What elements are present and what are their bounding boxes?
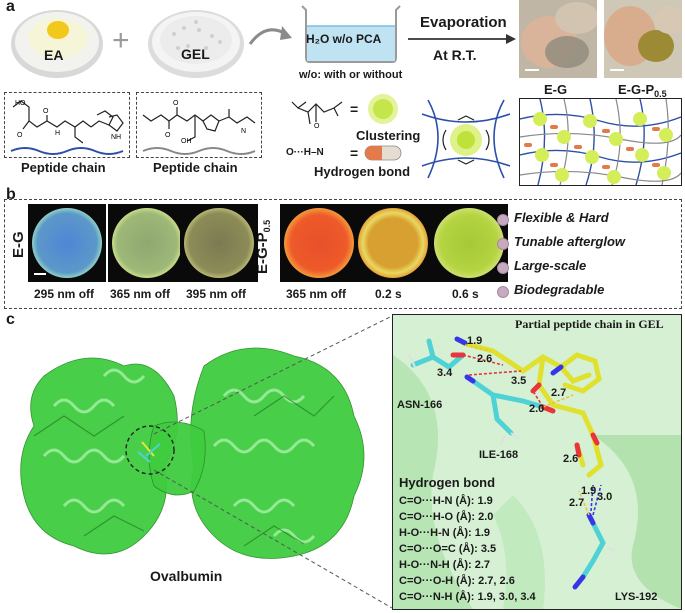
feature-bullet-icon — [497, 238, 509, 250]
feature-bullet-icon — [497, 286, 509, 298]
panel-b-frame — [4, 199, 682, 309]
svg-text:O: O — [314, 123, 320, 130]
distance-label: 1.9 — [581, 485, 597, 497]
pl-disc-egp-0-6s — [430, 204, 508, 282]
pl-disc-eg-295 — [28, 204, 106, 282]
hbond-list-item: C=O···N-H (Å): 1.9, 3.0, 3.4 — [399, 591, 536, 603]
distance-label: 2.0 — [529, 403, 545, 415]
distance-label: 1.9 — [467, 335, 483, 347]
wo-note: w/o: with or without — [299, 69, 403, 81]
distance-label: 2.6 — [477, 353, 493, 365]
panel-letter-c: c — [6, 311, 15, 328]
pl-disc-eg-395 — [180, 204, 258, 282]
hbond-capsule-icon — [364, 145, 402, 161]
svg-text:O: O — [43, 108, 49, 115]
hbond-list-item: C=O···H-O (Å): 2.0 — [399, 511, 494, 523]
feature-bullet-icon — [497, 262, 509, 274]
zoom-title: Partial peptide chain in GEL — [515, 317, 664, 331]
svg-text:N: N — [241, 128, 246, 135]
photo-eg-image — [519, 0, 597, 78]
photo-egp-image — [604, 0, 682, 78]
disc-caption-4: 365 nm off — [286, 287, 347, 301]
ea-dish-image — [11, 10, 103, 78]
disc-caption-3: 395 nm off — [186, 287, 247, 301]
feature-3: Large-scale — [514, 258, 587, 273]
evaporation-label: Evaporation — [420, 14, 507, 31]
row-label-eg: E-G — [10, 231, 27, 258]
pl-disc-egp-0-2s — [354, 204, 432, 282]
disc-caption-6: 0.6 s — [452, 287, 479, 301]
clustering-molecule-icon: O — [291, 101, 343, 130]
ovalbumin-label: Ovalbumin — [150, 568, 223, 584]
hbond-list-title: Hydrogen bond — [399, 475, 496, 490]
svg-text:O: O — [165, 132, 171, 139]
peptide-chain-label-2: Peptide chain — [153, 160, 238, 175]
gel-peptide-structure: OH O O N — [142, 100, 256, 155]
peptide-structure-box-2: OH O O N — [136, 92, 262, 158]
hbond-formula: O···H–N — [286, 147, 324, 158]
beaker-icon — [301, 5, 401, 63]
hbond-list-item: H-O···H-N (Å): 1.9 — [399, 527, 491, 539]
evaporation-arrow-icon — [408, 34, 516, 44]
photo-eg-label: E-G — [544, 82, 568, 97]
pl-disc-eg-365 — [108, 204, 186, 282]
hbond-list-item: C=O···O=C (Å): 3.5 — [399, 543, 497, 555]
hbond-label: Hydrogen bond — [314, 164, 411, 179]
clustering-sphere-icon — [368, 94, 398, 124]
disc-caption-1: 295 nm off — [34, 287, 95, 301]
crosslinked-network-diagram — [519, 98, 682, 186]
hbond-list-item: H-O···N-H (Å): 2.7 — [399, 559, 491, 571]
feature-4: Biodegradable — [514, 282, 605, 297]
peptide-chain-label-1: Peptide chain — [21, 160, 106, 175]
peptide-structure-box-1: HO O O H NH — [4, 92, 130, 158]
beaker-text: H₂O w/o PCA — [306, 32, 382, 46]
clustering-label: Clustering — [356, 128, 421, 143]
residue-label-ile168: ILE-168 — [479, 449, 519, 461]
plus-sign: + — [112, 24, 130, 57]
svg-text:NH: NH — [111, 134, 121, 141]
feature-bullet-icon — [497, 214, 509, 226]
svg-text:O: O — [17, 132, 23, 139]
panel-letter-a: a — [6, 0, 15, 15]
svg-text:HO: HO — [15, 100, 26, 107]
curved-arrow-icon — [248, 26, 292, 45]
panel-letter-b: b — [6, 186, 16, 203]
hbond-equals: = — [350, 145, 359, 161]
ea-peptide-structure: HO O O H NH — [10, 100, 124, 155]
ea-label: EA — [44, 47, 64, 63]
clustering-mechanism-diagram — [421, 99, 511, 179]
at-rt-label: At R.T. — [433, 47, 477, 63]
ovalbumin-protein-render — [20, 347, 365, 559]
distance-label: 2.7 — [569, 497, 585, 509]
hbond-list-item: C=O···H-N (Å): 1.9 — [399, 495, 493, 507]
pl-disc-egp-365 — [280, 204, 358, 282]
clustering-equals: = — [350, 101, 359, 117]
distance-label: 3.4 — [437, 367, 453, 379]
svg-text:OH: OH — [181, 138, 192, 145]
gel-label: GEL — [181, 46, 210, 62]
distance-label: 3.0 — [597, 491, 613, 503]
residue-label-lys192: LYS-192 — [615, 591, 658, 603]
zoom-connector-lines — [153, 315, 393, 609]
distance-label: 2.7 — [551, 387, 567, 399]
disc-caption-5: 0.2 s — [375, 287, 402, 301]
distance-label: 3.5 — [511, 375, 527, 387]
residue-label-asn166: ASN-166 — [397, 399, 443, 411]
network-box — [519, 98, 682, 186]
svg-text:O: O — [173, 100, 179, 107]
svg-text:H: H — [55, 130, 60, 137]
peptide-binding-site-render — [393, 315, 681, 609]
feature-1: Flexible & Hard — [514, 210, 609, 225]
distance-label: 2.6 — [563, 453, 579, 465]
disc-caption-2: 365 nm off — [110, 287, 171, 301]
zoom-detail-box: Partial peptide chain in GEL 1.9 2.6 3.4… — [392, 314, 682, 610]
feature-2: Tunable afterglow — [514, 234, 625, 249]
hbond-list-item: C=O···O-H (Å): 2.7, 2.6 — [399, 575, 515, 587]
photo-egp-label: E-G-P0.5 — [618, 82, 667, 99]
gel-dish-image — [148, 10, 244, 78]
